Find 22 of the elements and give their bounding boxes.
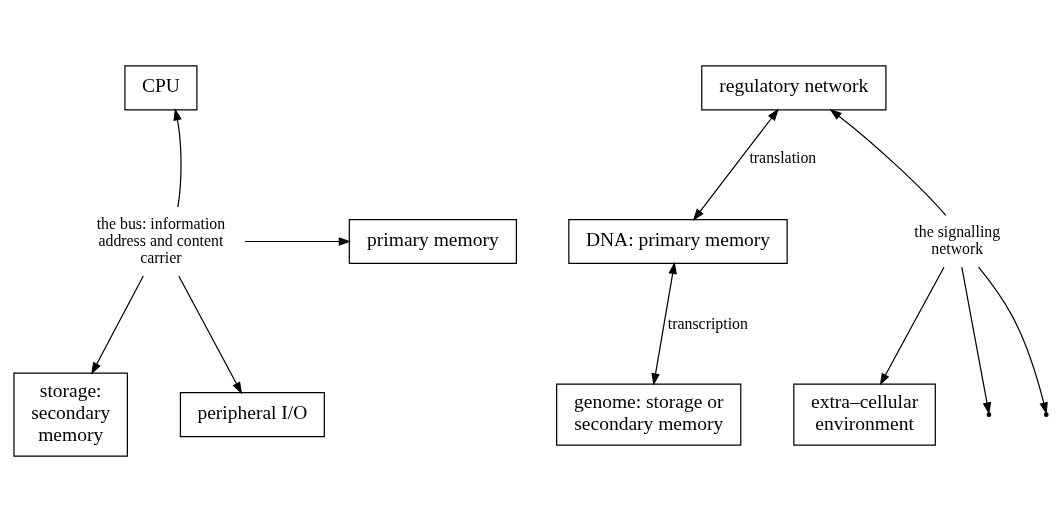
node-box: peripheral I/O [179, 392, 325, 438]
arrow [91, 275, 144, 375]
node-box: CPU [124, 65, 198, 111]
arrow [244, 237, 351, 246]
arrow [879, 266, 945, 386]
arrow [978, 266, 1048, 415]
node-box: genome: storage or secondary memory [556, 383, 742, 446]
arrow [692, 108, 779, 221]
arrow [651, 261, 677, 386]
node-box: primary memory [348, 218, 517, 265]
edge-label: translation [749, 148, 817, 166]
edge-label: transcription [667, 314, 748, 332]
arrow [961, 266, 992, 415]
node-text: the signalling network [914, 223, 1001, 258]
node-text: the bus: information address and content carrier [96, 214, 226, 266]
arrow [829, 108, 947, 216]
node-box: storage: secondary memory [13, 372, 128, 457]
arrow [178, 275, 243, 395]
node-box: regulatory network [701, 65, 887, 111]
node-box: extra–cellular environment [793, 383, 936, 446]
node-box: DNA: primary memory [568, 218, 788, 265]
arrow [173, 108, 182, 208]
